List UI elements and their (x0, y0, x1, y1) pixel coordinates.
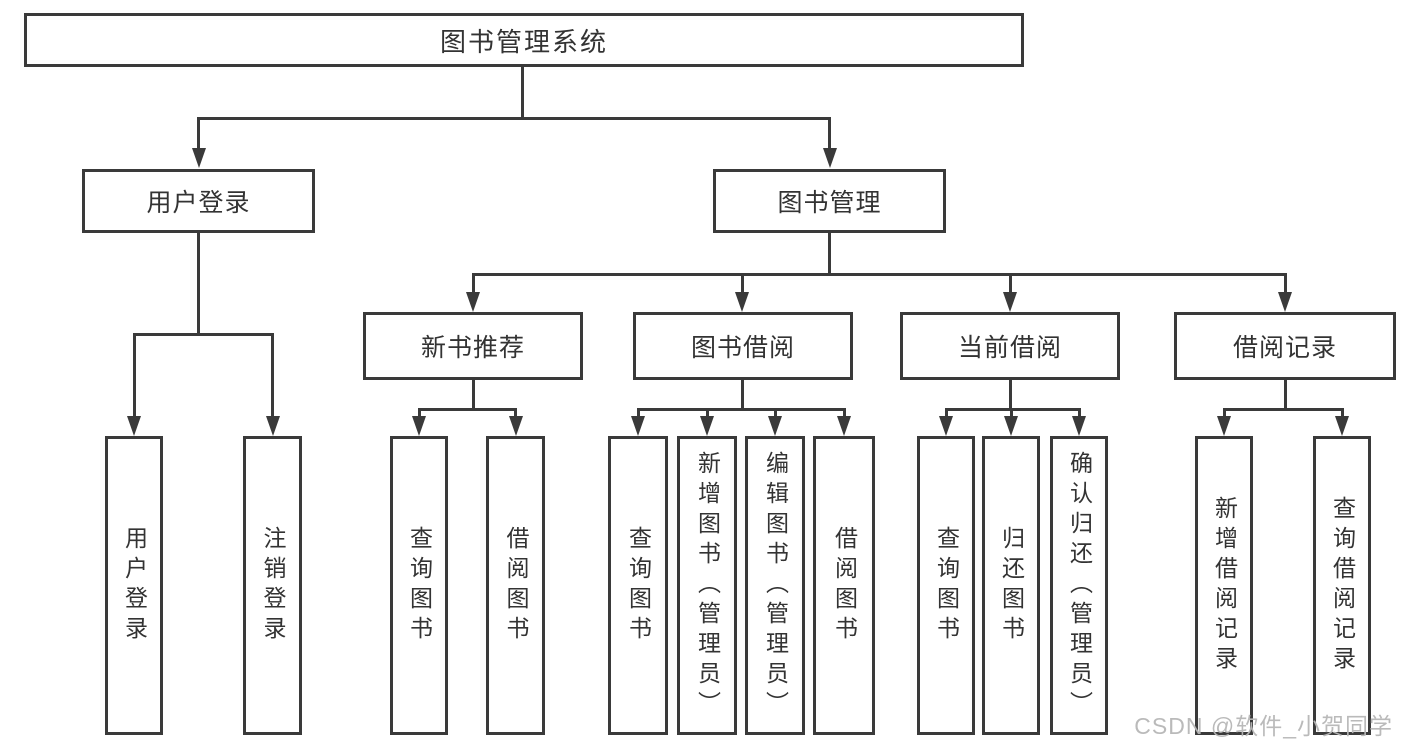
arrowhead-borrowing-records (1278, 292, 1292, 312)
connector-drop-book-management (828, 117, 831, 149)
arrowhead-borrow-recommend (508, 416, 523, 436)
node-borrow-books: 借阅图书 (813, 436, 875, 735)
arrowhead-user-login (191, 148, 206, 168)
arrowhead-edit-books (768, 416, 782, 436)
node-label: 确认归还（管理员） (1066, 450, 1093, 721)
connector-drop-add-books (705, 408, 709, 418)
node-label: 注销登录 (260, 525, 286, 646)
connector-drop-borrow-books (842, 408, 846, 418)
connector-new-book-stem (471, 380, 475, 408)
node-label: 借阅图书 (831, 525, 858, 646)
connector-book-borrowing-bar (636, 408, 846, 411)
connector-drop-confirm-return (1077, 408, 1081, 418)
node-confirm-return-admin: 确认归还（管理员） (1050, 436, 1108, 735)
connector-drop-book-borrowing (740, 273, 744, 293)
node-library-management-system: 图书管理系统 (24, 13, 1024, 67)
connector-drop-query-borrowing (636, 408, 640, 418)
arrowhead-book-management (822, 148, 837, 168)
node-query-books-recommend: 查询图书 (390, 436, 448, 735)
arrowhead-user-login-leaf (127, 416, 141, 436)
arrowhead-query-current (939, 416, 953, 436)
node-label: 图书管理系统 (439, 26, 608, 57)
node-label: 新书推荐 (420, 334, 525, 362)
node-user-login-leaf: 用户登录 (105, 436, 163, 735)
node-logout: 注销登录 (243, 436, 302, 735)
connector-new-book-bar (417, 408, 517, 411)
node-user-login: 用户登录 (82, 169, 315, 233)
connector-borrowing-records-bar (1222, 408, 1344, 411)
connector-root-bar (197, 117, 831, 120)
node-new-book-recommendation: 新书推荐 (363, 312, 583, 380)
connector-drop-return-books (1009, 408, 1013, 418)
node-label: 当前借阅 (957, 334, 1062, 362)
node-label: 图书借阅 (690, 334, 795, 362)
node-label: 查询图书 (625, 525, 652, 646)
connector-drop-edit-books (773, 408, 777, 418)
connector-drop-user-login (197, 117, 200, 149)
node-borrowing-records: 借阅记录 (1174, 312, 1396, 380)
connector-user-login-bar (132, 333, 274, 336)
node-label: 查询图书 (933, 525, 960, 646)
arrowhead-borrow-books (837, 416, 851, 436)
node-query-borrow-record: 查询借阅记录 (1313, 436, 1371, 735)
arrowhead-query-borrowing (631, 416, 645, 436)
node-query-books-borrowing: 查询图书 (608, 436, 668, 735)
connector-book-management-stem (828, 233, 831, 273)
connector-drop-current-borrowing (1008, 273, 1012, 293)
connector-drop-query-record (1340, 408, 1344, 418)
node-query-books-current: 查询图书 (917, 436, 975, 735)
node-label: 编辑图书（管理员） (762, 450, 789, 721)
connector-current-borrowing-stem (1008, 380, 1012, 408)
node-edit-books-admin: 编辑图书（管理员） (745, 436, 805, 735)
arrowhead-add-books (700, 416, 714, 436)
connector-book-borrowing-stem (740, 380, 744, 408)
node-book-management: 图书管理 (713, 169, 946, 233)
node-label: 查询借阅记录 (1329, 495, 1356, 676)
node-add-borrow-record: 新增借阅记录 (1195, 436, 1253, 735)
node-label: 借阅记录 (1232, 334, 1337, 362)
connector-drop-user-login-leaf (132, 333, 136, 417)
node-label: 用户登录 (121, 525, 148, 646)
connector-book-management-bar (471, 273, 1287, 276)
node-label: 查询图书 (406, 525, 433, 646)
arrowhead-query-recommend (412, 416, 426, 436)
connector-drop-add-record (1222, 408, 1226, 418)
arrowhead-logout (265, 416, 280, 436)
node-label: 图书管理 (777, 189, 882, 217)
node-label: 借阅图书 (503, 525, 529, 646)
connector-drop-borrowing-records (1283, 273, 1287, 293)
node-book-borrowing: 图书借阅 (633, 312, 853, 380)
connector-drop-query-recommend (417, 408, 421, 418)
connector-drop-logout (271, 333, 274, 417)
arrowhead-return-books (1004, 416, 1018, 436)
arrowhead-new-book (466, 292, 480, 312)
connector-borrowing-records-stem (1283, 380, 1287, 408)
node-add-books-admin: 新增图书（管理员） (677, 436, 737, 735)
connector-user-login-stem (197, 233, 200, 333)
arrowhead-query-record (1335, 416, 1349, 436)
connector-drop-query-current (944, 408, 948, 418)
connector-drop-new-book (471, 273, 475, 293)
csdn-watermark: CSDN @软件_小贺同学 (1134, 713, 1393, 739)
node-borrow-books-recommend: 借阅图书 (486, 436, 545, 735)
node-label: 新增借阅记录 (1211, 495, 1238, 676)
arrowhead-book-borrowing (735, 292, 749, 312)
node-return-books: 归还图书 (982, 436, 1040, 735)
connector-root-stem (520, 67, 524, 117)
connector-drop-borrow-recommend (514, 408, 517, 418)
connector-current-borrowing-bar (944, 408, 1081, 411)
node-label: 用户登录 (146, 189, 251, 217)
node-label: 新增图书（管理员） (694, 450, 721, 721)
node-current-borrowing: 当前借阅 (900, 312, 1120, 380)
arrowhead-current-borrowing (1003, 292, 1017, 312)
arrowhead-add-record (1217, 416, 1231, 436)
arrowhead-confirm-return (1072, 416, 1086, 436)
node-label: 归还图书 (998, 525, 1025, 646)
